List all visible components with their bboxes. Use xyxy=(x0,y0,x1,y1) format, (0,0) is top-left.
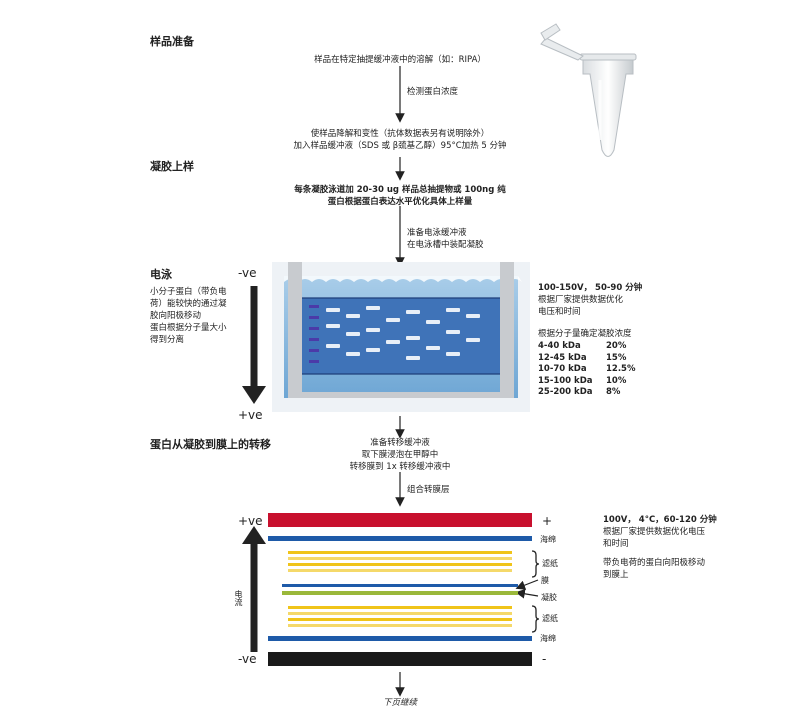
protein-band xyxy=(446,352,460,356)
transfer-cathode-label: -ve xyxy=(238,652,257,666)
filter-paper-top xyxy=(288,557,512,560)
step-dissolve: 样品在特定抽提缓冲液中的溶解（如：RIPA） xyxy=(314,55,486,65)
step-measure: 检测蛋白浓度 xyxy=(407,87,459,97)
electrophoresis-anode-label: +ve xyxy=(238,408,263,422)
filter-bracket-bottom xyxy=(531,605,540,633)
electrophoresis-cathode-label: -ve xyxy=(238,266,257,280)
section-title-transfer: 蛋白从凝胶到膜上的转移 xyxy=(150,438,271,451)
filter-paper-top xyxy=(288,563,512,566)
protein-band xyxy=(366,348,380,352)
protein-band xyxy=(406,356,420,360)
section-title-sample-prep: 样品准备 xyxy=(150,35,194,48)
filter-top-label: 滤纸 xyxy=(542,559,558,568)
step-load: 每条凝胶泳道加 20-30 ug 样品总抽提物或 100ng 纯 蛋白根据蛋白表… xyxy=(294,185,506,207)
gel-tank xyxy=(272,262,530,412)
protein-band xyxy=(346,314,360,318)
protein-band xyxy=(426,320,440,324)
protein-band xyxy=(406,310,420,314)
transfer-conditions: 100V， 4°C，60-120 分钟 根据厂家提供数据优化电压 和时间 xyxy=(603,515,717,549)
protein-band xyxy=(386,340,400,344)
section-title-electrophoresis: 电泳 xyxy=(150,268,172,281)
protein-band xyxy=(326,344,340,348)
protein-band xyxy=(346,352,360,356)
transfer-anode-label: +ve xyxy=(238,514,263,528)
step-prepare-transfer: 准备转移缓冲液 取下膜浸泡在甲醇中 转移膜到 1x 转移缓冲液中 xyxy=(349,438,451,472)
protein-band xyxy=(366,306,380,310)
filter-bottom-label: 滤纸 xyxy=(542,614,558,623)
protein-band xyxy=(426,346,440,350)
ladder-band xyxy=(309,338,319,341)
minus-sign: - xyxy=(542,652,547,666)
tube-icon xyxy=(540,23,637,157)
step-denature: 使样品降解和变性（抗体数据表另有说明除外） 加入样品缓冲液（SDS 或 β巯基乙… xyxy=(293,129,507,151)
anode-plate xyxy=(268,513,532,527)
gel-layer xyxy=(282,591,518,595)
filter-paper-bottom xyxy=(288,606,512,609)
transfer-current-arrow xyxy=(242,526,266,652)
membrane-layer xyxy=(282,584,518,587)
sponge-bottom xyxy=(268,636,532,641)
step-assemble-stack: 组合转膜层 xyxy=(407,485,450,495)
section-title-loading: 凝胶上样 xyxy=(150,160,194,173)
filter-paper-top xyxy=(288,551,512,554)
protein-band xyxy=(326,324,340,328)
ladder-band xyxy=(309,349,319,352)
electrophoresis-description: 小分子蛋白（带负电 荷）能较快的通过凝 胶向阳极移动 蛋白根据分子量大小 得到分… xyxy=(150,287,227,345)
plus-sign: + xyxy=(542,514,553,528)
ladder-band xyxy=(309,316,319,319)
next-page-note: 下页继续 xyxy=(382,698,417,708)
current-label: 电流 xyxy=(234,590,243,606)
protein-band xyxy=(446,330,460,334)
sponge-bottom-label: 海绵 xyxy=(540,634,556,643)
protein-band xyxy=(346,332,360,336)
ladder-band xyxy=(309,305,319,308)
filter-paper-bottom xyxy=(288,624,512,627)
gel-label: 凝胶 xyxy=(541,593,557,602)
membrane-pointer xyxy=(515,579,539,590)
ladder-band xyxy=(309,360,319,363)
protein-band xyxy=(466,314,480,318)
sponge-top xyxy=(268,536,532,541)
filter-bracket-top xyxy=(531,550,540,578)
electrophoresis-conditions: 100-150V， 50-90 分钟 根据厂家提供数据优化 电压和时间 xyxy=(538,283,643,317)
gel-pointer xyxy=(515,589,539,599)
filter-paper-top xyxy=(288,569,512,572)
filter-paper-bottom xyxy=(288,612,512,615)
protein-band xyxy=(366,328,380,332)
protein-band xyxy=(386,318,400,322)
cathode-plate xyxy=(268,652,532,666)
protein-band xyxy=(326,308,340,312)
transfer-movement-note: 带负电荷的蛋白向阳极移动 到膜上 xyxy=(603,558,706,580)
protein-band xyxy=(466,338,480,342)
membrane-label: 膜 xyxy=(541,576,549,585)
step-assemble-gel: 准备电泳缓冲液 在电泳槽中装配凝胶 xyxy=(407,228,484,250)
filter-paper-bottom xyxy=(288,618,512,621)
ladder-band xyxy=(309,327,319,330)
protein-band xyxy=(406,336,420,340)
electrophoresis-direction-arrow xyxy=(242,286,266,404)
protein-band xyxy=(446,308,460,312)
sponge-top-label: 海绵 xyxy=(540,535,556,544)
gel-concentration-title: 根据分子量确定凝胶浓度 xyxy=(538,329,632,339)
